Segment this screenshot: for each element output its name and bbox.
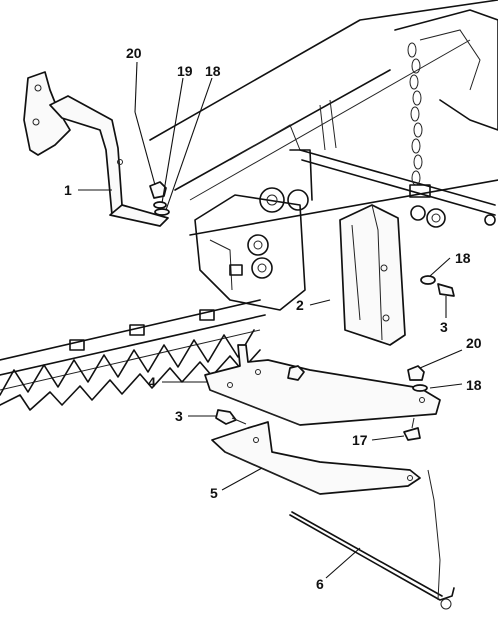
- callout-18-guard: 18: [455, 250, 471, 266]
- part-2-hardware: [420, 275, 455, 297]
- mower-frame: [149, 0, 498, 236]
- part-6-rod: [289, 469, 455, 610]
- part-4-shield: [204, 344, 441, 426]
- callout-4: 4: [148, 374, 156, 390]
- callout-3-upper: 3: [440, 319, 448, 335]
- part-5-support: [211, 421, 421, 495]
- part-17-bolt: [403, 417, 421, 441]
- chain: [407, 42, 423, 186]
- callout-18-shield: 18: [466, 377, 482, 393]
- callout-20-bracket: 20: [126, 45, 142, 61]
- callout-19: 19: [177, 63, 193, 79]
- callout-18-bracket: 18: [205, 63, 221, 79]
- callout-3-lower: 3: [175, 408, 183, 424]
- callout-17: 17: [352, 432, 368, 448]
- callout-labels: 1 2 3 3 4 5 6 17 18 18 18 19 20 20: [64, 45, 482, 592]
- drive-housing: [194, 149, 313, 311]
- part-4-hardware: [407, 365, 428, 392]
- part-2-guard: [339, 204, 406, 346]
- pulley-assembly: [409, 184, 496, 228]
- callout-20-shield: 20: [466, 335, 482, 351]
- part-1-hardware: [149, 181, 170, 216]
- callout-2: 2: [296, 297, 304, 313]
- leader-lines: [78, 61, 463, 579]
- callout-6: 6: [316, 576, 324, 592]
- callout-1: 1: [64, 182, 72, 198]
- part-4-bolt: [215, 409, 247, 425]
- callout-5: 5: [210, 485, 218, 501]
- part-1-bracket: [23, 71, 169, 227]
- cutter-bar: [0, 299, 266, 411]
